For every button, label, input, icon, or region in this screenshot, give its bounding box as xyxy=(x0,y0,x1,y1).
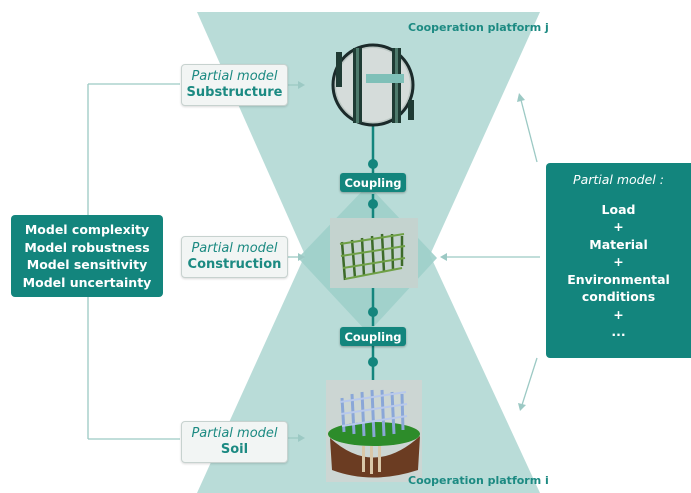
partial-model-name: Substructure xyxy=(186,85,283,100)
partial-model-name: Construction xyxy=(187,257,282,272)
partial-model-substructure: Partial model Substructure xyxy=(181,64,288,106)
right-box-title: Partial model : xyxy=(573,172,664,187)
partial-model-construction: Partial model Construction xyxy=(181,236,288,278)
chain-node xyxy=(368,357,378,367)
chain-node xyxy=(368,159,378,169)
criterion-sensitivity: Model sensitivity xyxy=(26,257,148,272)
partial-model-prefix: Partial model xyxy=(191,69,278,84)
criterion-uncertainty: Model uncertainty xyxy=(22,274,152,290)
partial-model-soil: Partial model Soil xyxy=(181,421,288,463)
criterion-robustness: Model robustness xyxy=(24,239,150,255)
right-item-load: Load xyxy=(601,201,636,217)
chain-node xyxy=(368,307,378,317)
right-arrows xyxy=(440,93,540,411)
substructure-image xyxy=(331,43,415,127)
partial-model-prefix: Partial model xyxy=(191,241,278,256)
coupling-label-upper: Coupling xyxy=(340,173,406,192)
right-item-material: Material xyxy=(589,236,648,252)
construction-image xyxy=(330,218,418,288)
platform-top-label: Cooperation platform j xyxy=(408,21,549,34)
right-item-plus: + xyxy=(613,254,624,269)
partial-model-name: Soil xyxy=(220,442,249,457)
right-item-environmental: Environmental xyxy=(567,271,670,287)
model-arrows xyxy=(288,81,305,442)
soil-image xyxy=(326,380,422,482)
right-partial-model-box: Partial model : Load + Material + Enviro… xyxy=(546,163,691,358)
platform-bottom-label: Cooperation platform i xyxy=(408,474,549,487)
right-item-ellipsis: ... xyxy=(611,324,626,339)
right-item-plus: + xyxy=(613,219,624,234)
right-item-plus: + xyxy=(613,306,624,322)
criterion-complexity: Model complexity xyxy=(24,222,150,237)
chain-node xyxy=(368,199,378,209)
partial-model-prefix: Partial model xyxy=(191,426,278,441)
coupling-label-lower: Coupling xyxy=(340,327,406,346)
model-criteria-box: Model complexity Model robustness Model … xyxy=(11,215,163,297)
right-item-conditions: conditions xyxy=(581,289,656,304)
